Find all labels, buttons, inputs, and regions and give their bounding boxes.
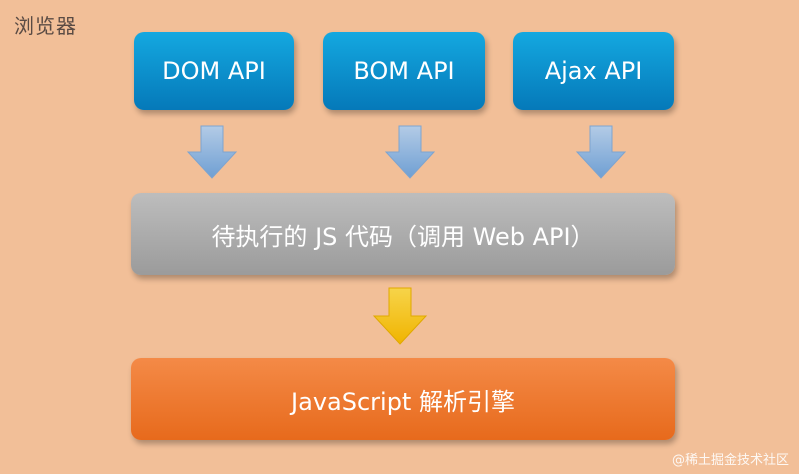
down-arrow-icon: [186, 125, 238, 179]
ajax-api-box: Ajax API: [513, 32, 674, 110]
bom-api-box: BOM API: [323, 32, 485, 110]
down-arrow-icon: [372, 287, 428, 345]
down-arrow-icon: [384, 125, 436, 179]
javascript-engine-box: JavaScript 解析引擎: [131, 358, 675, 440]
page-title: 浏览器: [14, 14, 77, 38]
dom-api-box: DOM API: [134, 32, 294, 110]
code-box: 待执行的 JS 代码（调用 Web API）: [131, 193, 675, 275]
down-arrow-icon: [575, 125, 627, 179]
watermark: @稀土掘金技术社区: [671, 453, 789, 468]
